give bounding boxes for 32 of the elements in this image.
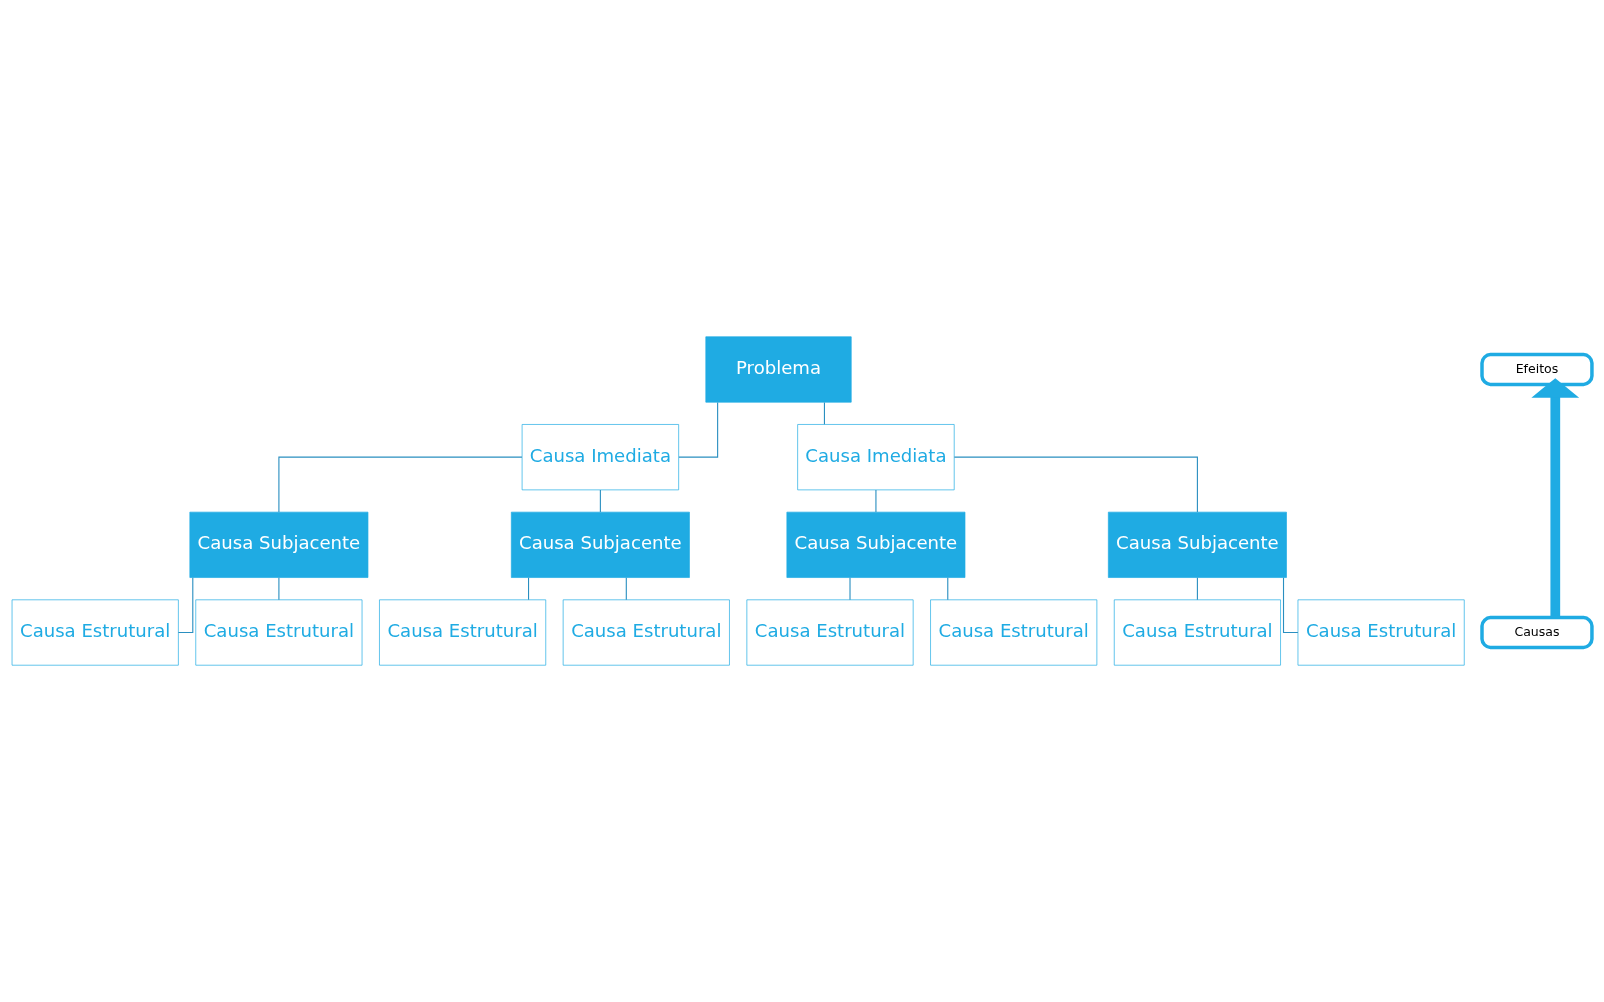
connector [875,489,877,513]
node-box: Causa Subjacente [510,511,690,578]
connector [278,577,280,601]
node-box: Causa Imediata [797,424,955,491]
connector [849,577,851,601]
node-box: Causa Subjacente [786,511,966,578]
node-box: Causa Estrutural [1297,599,1465,666]
node-box: Causa Estrutural [379,599,547,666]
node-box: Causa Estrutural [195,599,363,666]
node-box: Causa Subjacente [189,511,369,578]
node-box: Causa Estrutural [746,599,914,666]
connector [823,401,825,425]
connector [953,456,1198,513]
node-box: Causas [1480,615,1594,650]
node-box: Causa Estrutural [930,599,1098,666]
node-box: Causa Estrutural [562,599,730,666]
node-box: Causa Estrutural [11,599,179,666]
connector [177,577,194,634]
connector [1196,577,1198,601]
connector [678,401,719,458]
connector [1282,577,1299,634]
node-box: Problema [705,336,852,403]
node-box: Causa Estrutural [1113,599,1281,666]
connector [625,577,627,601]
node-box: Causa Imediata [521,424,679,491]
node-box: Causa Subjacente [1108,511,1287,578]
connector [278,456,523,513]
connector [947,577,949,601]
node-box: Efeitos [1480,352,1594,387]
connector [528,577,530,601]
arrow [1531,378,1580,618]
connector [599,489,601,513]
